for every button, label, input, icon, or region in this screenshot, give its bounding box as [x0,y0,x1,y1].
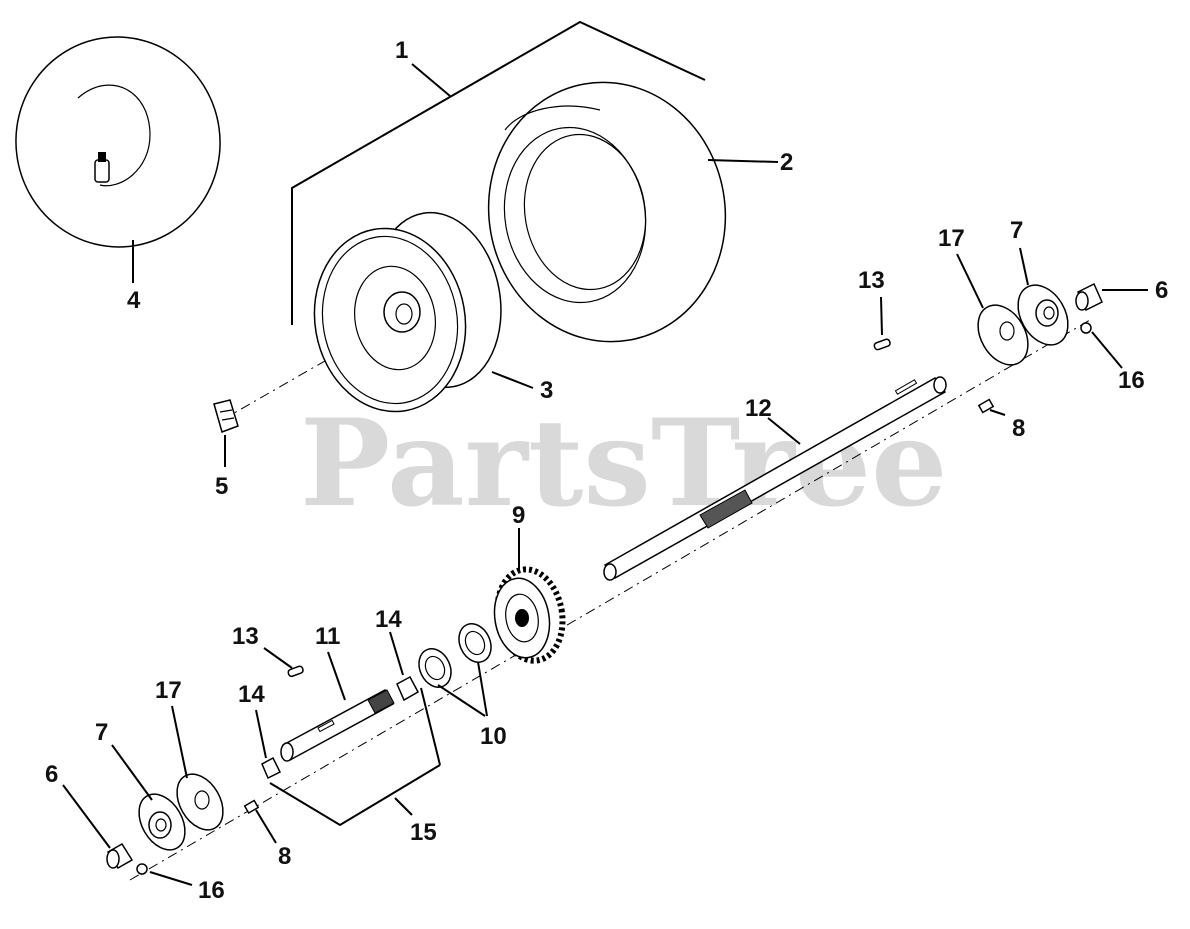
valve-clip-part[interactable] [213,399,239,433]
callout-13-lower: 13 [232,623,259,650]
nut-right-part[interactable] [1080,322,1092,334]
flange-bearing-left-part[interactable] [130,786,195,858]
callout-1: 1 [395,37,408,64]
pin-lower-part[interactable] [287,665,304,678]
callout-11: 11 [315,623,340,650]
nut-left-part[interactable] [136,863,148,875]
spacer-washers-part[interactable] [413,619,497,693]
callout-2: 2 [780,149,793,176]
callout-16-left: 16 [198,877,225,904]
callout-17-right: 17 [938,225,965,252]
callout-9: 9 [512,502,525,529]
bushing-14-upper-part[interactable] [396,675,420,702]
callout-10: 10 [480,723,507,750]
callout-8-left: 8 [278,843,291,870]
pin-upper-part[interactable] [873,338,891,351]
callout-7-right: 7 [1010,217,1023,244]
callout-16-right: 16 [1118,367,1145,394]
inner-tube-part[interactable] [2,24,233,260]
callout-8-right: 8 [1012,415,1025,442]
callout-14-lower: 14 [238,681,265,708]
callout-13-upper: 13 [858,267,885,294]
bushing-left-part[interactable] [106,842,134,870]
callout-labels: 1 2 3 4 5 6 6 7 7 8 8 9 10 11 12 13 13 1… [45,37,1168,904]
callout-3: 3 [540,377,553,404]
tire-part[interactable] [468,63,746,360]
callout-14-upper: 14 [375,606,402,633]
callout-12: 12 [745,395,772,422]
callout-17-left: 17 [155,677,182,704]
bushing-14-lower-part[interactable] [261,756,282,780]
short-shaft-part[interactable] [280,688,395,762]
callout-6-left: 6 [45,761,58,788]
flange-bearing-right-part[interactable] [1008,276,1078,353]
callout-4: 4 [127,287,141,314]
callout-7-left: 7 [95,719,108,746]
callout-15: 15 [410,819,437,846]
bolt-right-part[interactable] [977,398,995,414]
leader-lines [62,20,1148,886]
axle-shaft-part[interactable] [603,376,947,581]
axle-centerline [129,319,1091,881]
wheel-rim-part[interactable] [300,203,514,424]
callout-5: 5 [215,473,228,500]
callout-6-right: 6 [1155,277,1168,304]
gasket-plate-left-part[interactable] [168,766,233,838]
gear-part[interactable] [488,564,569,666]
bolt-left-part[interactable] [243,799,260,814]
bushing-right-part[interactable] [1075,282,1103,312]
watermark-text: PartsTree [300,393,947,534]
